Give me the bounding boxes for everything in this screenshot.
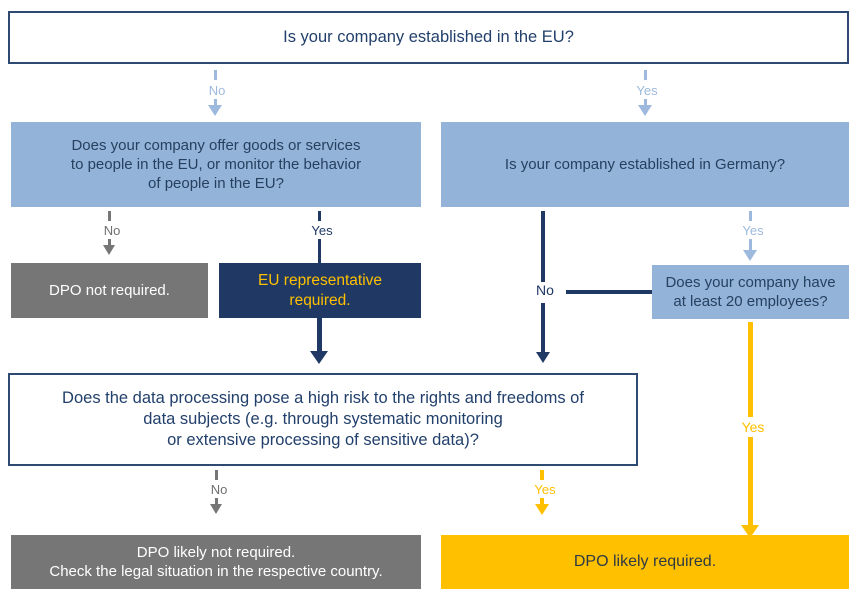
- node-is-company-established-in-eu: Is your company established in the EU?: [8, 11, 849, 64]
- node-dpo-not-required: DPO not required.: [11, 263, 208, 318]
- edge-line-eu-no-lower: [214, 99, 217, 107]
- edge-line-risk-no-lower: [215, 498, 218, 506]
- node-high-risk-processing-question: Does the data processing pose a high ris…: [8, 373, 638, 466]
- edge-line-risk-yes: [540, 470, 544, 480]
- edge-line-eurep-to-highrisk: [317, 318, 322, 358]
- edge-label-employees-yes: Yes: [726, 420, 780, 434]
- node-eu-representative-required: EU representative required.: [219, 263, 421, 318]
- edge-line-offer-no-lower: [108, 239, 111, 247]
- edge-label-eu-no: No: [190, 84, 244, 97]
- edge-label-germany-yes: Yes: [726, 224, 780, 237]
- edge-label-germany-no: No: [520, 283, 570, 297]
- edge-label-risk-no: No: [192, 483, 246, 496]
- edge-arrow-eu-no: [208, 105, 222, 116]
- edge-label-offer-yes: Yes: [295, 224, 349, 237]
- edge-arrow-risk-yes: [535, 504, 549, 515]
- node-dpo-likely-required: DPO likely required.: [441, 535, 849, 589]
- edge-line-germany-no-upper: [541, 211, 545, 282]
- edge-line-offer-no: [108, 211, 111, 221]
- edge-line-offer-yes: [318, 211, 321, 221]
- node-offers-goods-or-services-in-eu: Does your company offer goods or service…: [11, 122, 421, 207]
- edge-line-germany-no-lower: [541, 303, 545, 355]
- edge-arrow-risk-no: [210, 504, 222, 514]
- edge-line-risk-yes-lower: [540, 498, 544, 506]
- edge-arrow-offer-no: [103, 245, 115, 255]
- edge-arrow-germany-yes: [743, 250, 757, 261]
- edge-line-no-to-employees: [566, 290, 652, 294]
- edge-line-risk-no: [215, 470, 218, 480]
- edge-arrow-employees-yes: [741, 525, 759, 538]
- edge-line-eu-no: [214, 70, 217, 80]
- node-dpo-likely-not-required: DPO likely not required. Check the legal…: [11, 535, 421, 589]
- edge-line-germany-yes: [749, 211, 752, 221]
- edge-line-germany-yes-lower: [749, 239, 752, 251]
- edge-arrow-eu-yes: [638, 105, 652, 116]
- edge-label-risk-yes: Yes: [518, 483, 572, 496]
- edge-label-offer-no: No: [85, 224, 139, 237]
- edge-line-employees-yes-upper: [748, 322, 753, 417]
- node-at-least-20-employees: Does your company have at least 20 emplo…: [652, 265, 849, 319]
- edge-line-employees-yes-lower: [748, 437, 753, 529]
- edge-line-eu-yes: [644, 70, 647, 80]
- edge-arrow-eurep-to-highrisk: [310, 351, 328, 364]
- node-is-company-established-in-germany: Is your company established in Germany?: [441, 122, 849, 207]
- edge-label-eu-yes: Yes: [620, 84, 674, 97]
- edge-line-eu-yes-lower: [644, 99, 647, 107]
- edge-line-offer-yes-lower: [318, 239, 321, 266]
- edge-arrow-germany-no: [536, 352, 550, 363]
